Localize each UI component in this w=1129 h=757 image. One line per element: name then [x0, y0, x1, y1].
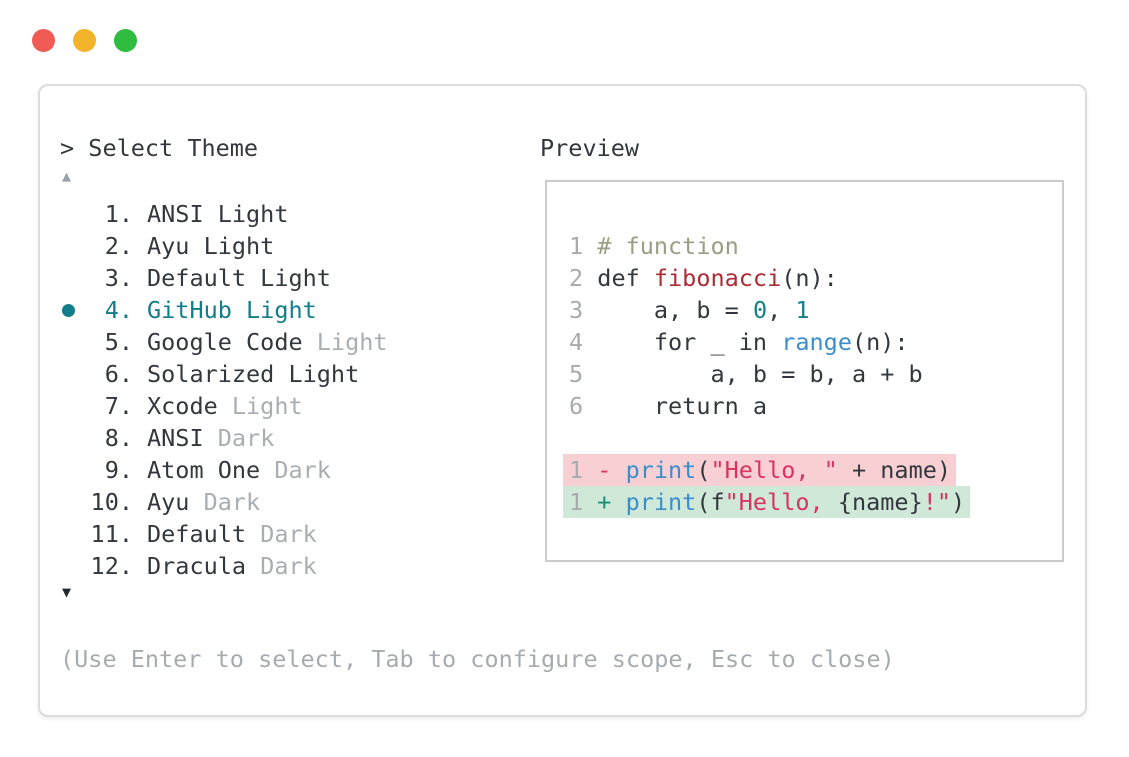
- theme-list-item[interactable]: 5. Google Code Light: [60, 326, 388, 358]
- keyboard-hint: (Use Enter to select, Tab to configure s…: [60, 645, 895, 673]
- code-line: 4 for _ in range(n):: [569, 328, 909, 356]
- theme-list-item[interactable]: 7. Xcode Light: [60, 390, 388, 422]
- theme-number: 8.: [104, 424, 133, 452]
- code-line: 1 # function: [569, 232, 739, 260]
- theme-name: ANSI Light: [147, 200, 289, 228]
- theme-name: Default Dark: [147, 520, 317, 548]
- theme-number: 1.: [104, 200, 133, 228]
- line-number: 1: [569, 488, 598, 516]
- theme-list-item[interactable]: 6. Solarized Light: [60, 358, 388, 390]
- theme-number: 6.: [104, 360, 133, 388]
- bullet-slot: [60, 454, 90, 486]
- line-number: 3: [569, 296, 598, 324]
- diff-added-line: 1 + print(f"Hello, {name}!"): [563, 486, 971, 518]
- line-number: 6: [569, 392, 598, 420]
- code-line: [569, 422, 970, 454]
- theme-list-item[interactable]: 12. Dracula Dark: [60, 550, 388, 582]
- theme-list-item[interactable]: 9. Atom One Dark: [60, 454, 388, 486]
- selected-bullet-icon: [60, 294, 90, 326]
- theme-list-item[interactable]: 2. Ayu Light: [60, 230, 388, 262]
- code-line: 5 a, b = b, a + b: [569, 360, 923, 388]
- theme-number: 9.: [104, 456, 133, 484]
- theme-list-item[interactable]: 4. GitHub Light: [60, 294, 388, 326]
- theme-list-item[interactable]: 11. Default Dark: [60, 518, 388, 550]
- bullet-slot: [60, 486, 90, 518]
- theme-number: 2.: [104, 232, 133, 260]
- theme-name: Solarized Light: [147, 360, 360, 388]
- diff-removed-line: 1 - print("Hello, " + name): [563, 454, 970, 486]
- code-preview: 1 # function 2 def fibonacci(n): 3 a, b = …: [563, 230, 971, 518]
- theme-number: 11.: [90, 520, 133, 548]
- bullet-slot: [60, 422, 90, 454]
- picker-prompt: > Select Theme: [60, 132, 258, 164]
- theme-name: Ayu Light: [147, 232, 275, 260]
- theme-list-item[interactable]: 1. ANSI Light: [60, 198, 388, 230]
- theme-name: Atom One Dark: [147, 456, 331, 484]
- line-number: 1: [569, 456, 598, 484]
- theme-name: ANSI Dark: [147, 424, 275, 452]
- theme-list-item[interactable]: 10. Ayu Dark: [60, 486, 388, 518]
- theme-number: 5.: [104, 328, 133, 356]
- bullet-slot: [60, 390, 90, 422]
- preview-title: Preview: [540, 134, 640, 162]
- line-number: 4: [569, 328, 598, 356]
- line-number: 5: [569, 360, 598, 388]
- prompt-caret: >: [60, 134, 89, 162]
- theme-number: 10.: [90, 488, 133, 516]
- theme-name: Ayu Dark: [147, 488, 261, 516]
- theme-name: Google Code Light: [147, 328, 388, 356]
- theme-number: 12.: [90, 552, 133, 580]
- bullet-slot: [60, 262, 90, 294]
- preview-pane: 1 # function 2 def fibonacci(n): 3 a, b = …: [545, 180, 1064, 562]
- theme-number: 7.: [104, 392, 133, 420]
- code-line: 6 return a: [569, 392, 768, 420]
- bullet-slot: [60, 550, 90, 582]
- code-line: 2 def fibonacci(n):: [569, 264, 838, 292]
- bullet-slot: [60, 198, 90, 230]
- theme-list-item[interactable]: 8. ANSI Dark: [60, 422, 388, 454]
- line-number: 1: [569, 232, 598, 260]
- code-line: 3 a, b = 0, 1: [569, 296, 810, 324]
- theme-number: 3.: [104, 264, 133, 292]
- window-controls: [32, 29, 137, 52]
- theme-number: 4.: [104, 296, 133, 324]
- scroll-down-icon: ▼: [62, 583, 72, 601]
- scroll-up-icon: ▲: [62, 167, 72, 185]
- theme-name: Default Light: [147, 264, 331, 292]
- theme-name: Xcode Light: [147, 392, 303, 420]
- line-number: 2: [569, 264, 598, 292]
- close-button[interactable]: [32, 29, 55, 52]
- picker-title: Select Theme: [88, 134, 259, 162]
- theme-list-item[interactable]: 3. Default Light: [60, 262, 388, 294]
- theme-name: Dracula Dark: [147, 552, 317, 580]
- theme-picker-window: > Select Theme Preview ▲ 1. ANSI Light 2. A…: [38, 84, 1087, 717]
- bullet-slot: [60, 326, 90, 358]
- bullet-slot: [60, 518, 90, 550]
- maximize-button[interactable]: [114, 29, 137, 52]
- theme-name: GitHub Light: [147, 296, 317, 324]
- minimize-button[interactable]: [73, 29, 96, 52]
- bullet-slot: [60, 230, 90, 262]
- bullet-slot: [60, 358, 90, 390]
